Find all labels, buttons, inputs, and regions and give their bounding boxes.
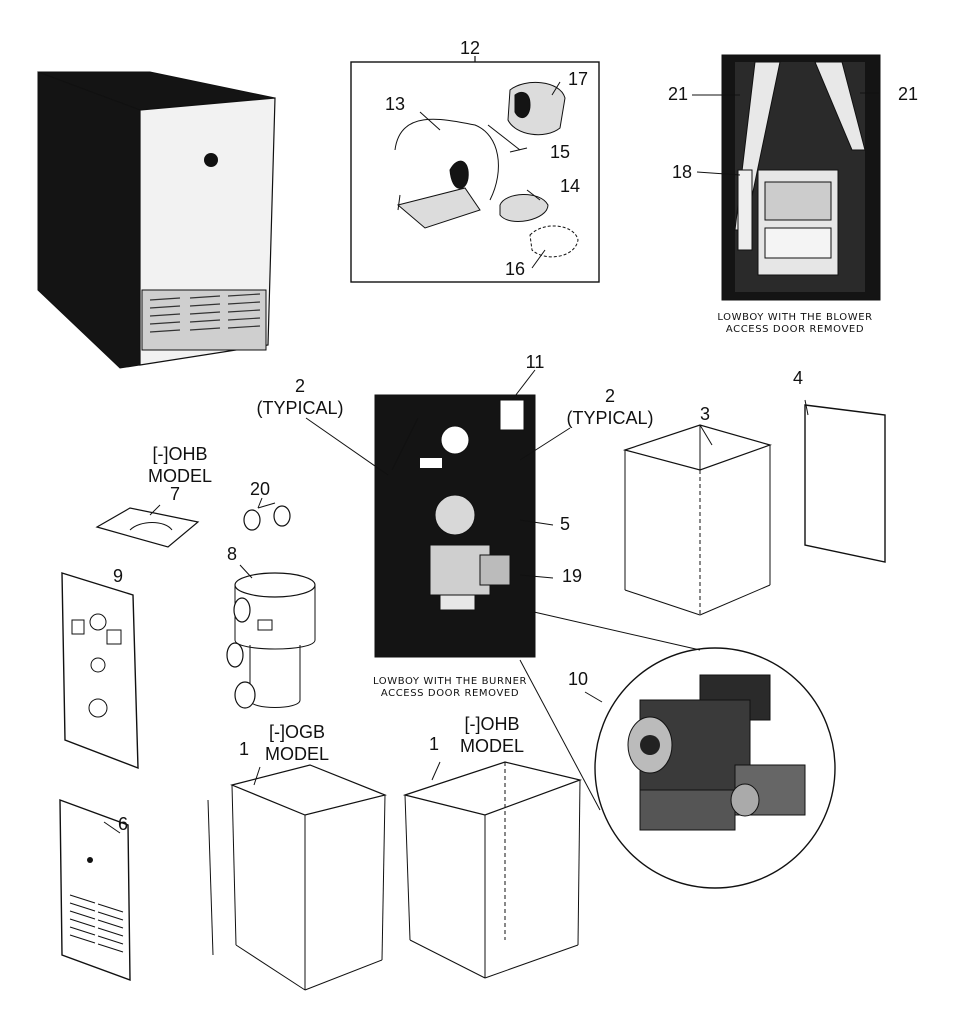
label-part-19: 19	[562, 566, 582, 586]
label-part-21-right: 21	[898, 84, 918, 104]
label-part-21-left: 21	[668, 84, 688, 104]
label-part-9: 9	[113, 566, 123, 586]
part-4-panel	[804, 404, 886, 563]
leader-lines	[103, 81, 880, 834]
label-part-16: 16	[505, 259, 525, 279]
label-part-2-right-typical: (TYPICAL)	[566, 408, 653, 428]
caption-blower-line2: ACCESS DOOR REMOVED	[726, 324, 864, 335]
label-part-5: 5	[560, 514, 570, 534]
label-part-2-right: 2	[605, 386, 615, 406]
model-label-ohb-bottom-line2: MODEL	[460, 736, 524, 756]
label-part-8: 8	[227, 544, 237, 564]
lowboy-blower-compartment	[721, 54, 881, 301]
caption-burner-line2: ACCESS DOOR REMOVED	[381, 688, 519, 699]
label-part-12: 12	[460, 38, 480, 58]
label-part-13: 13	[385, 94, 405, 114]
label-part-6: 6	[118, 814, 128, 834]
part-9-front-panel	[61, 572, 139, 770]
label-part-15: 15	[550, 142, 570, 162]
lowboy-burner-compartment	[374, 394, 536, 658]
part-8-flue-collar	[226, 572, 316, 709]
model-labels: [-]OHB MODEL [-]OGB MODEL [-]OHB MODEL	[148, 444, 524, 764]
caption-burner-line1: LOWBOY WITH THE BURNER	[373, 676, 527, 687]
model-label-ohb-top-line2: MODEL	[148, 466, 212, 486]
model-label-ohb-top-line1: [-]OHB	[152, 444, 207, 464]
caption-blower-line1: LOWBOY WITH THE BLOWER	[717, 312, 872, 323]
part-10-burner-detail	[594, 647, 836, 889]
blower-assembly-group	[350, 56, 600, 283]
captions: LOWBOY WITH THE BLOWER ACCESS DOOR REMOV…	[373, 312, 872, 699]
model-label-ogb-line1: [-]OGB	[269, 722, 325, 742]
label-part-14: 14	[560, 176, 580, 196]
label-part-11: 11	[526, 352, 545, 372]
part-6-louvered-door	[59, 798, 131, 982]
model-label-ohb-bottom-line1: [-]OHB	[464, 714, 519, 734]
label-part-3: 3	[700, 404, 710, 424]
part-7-plate	[95, 507, 200, 548]
label-part-7: 7	[170, 484, 180, 504]
label-part-10: 10	[568, 669, 588, 689]
model-label-ogb-line2: MODEL	[265, 744, 329, 764]
part-20-fittings	[243, 502, 291, 531]
label-part-1-ogb: 1	[239, 739, 249, 759]
part-number-labels: 12 13 17 15 14 16 21 21 18 11 2 (TYPICAL…	[113, 38, 918, 834]
label-part-18: 18	[672, 162, 692, 182]
label-part-20: 20	[250, 479, 270, 499]
label-part-17: 17	[568, 69, 588, 89]
furnace-exterior-illustration	[37, 71, 276, 369]
label-part-1-ohb: 1	[429, 734, 439, 754]
label-part-2-left-typical: (TYPICAL)	[256, 398, 343, 418]
part-1-ogb-cabinet	[207, 764, 387, 991]
part-3-housing	[622, 424, 772, 616]
part-1-ohb-cabinet	[402, 761, 583, 979]
label-part-2-left: 2	[295, 376, 305, 396]
label-part-4: 4	[793, 368, 803, 388]
